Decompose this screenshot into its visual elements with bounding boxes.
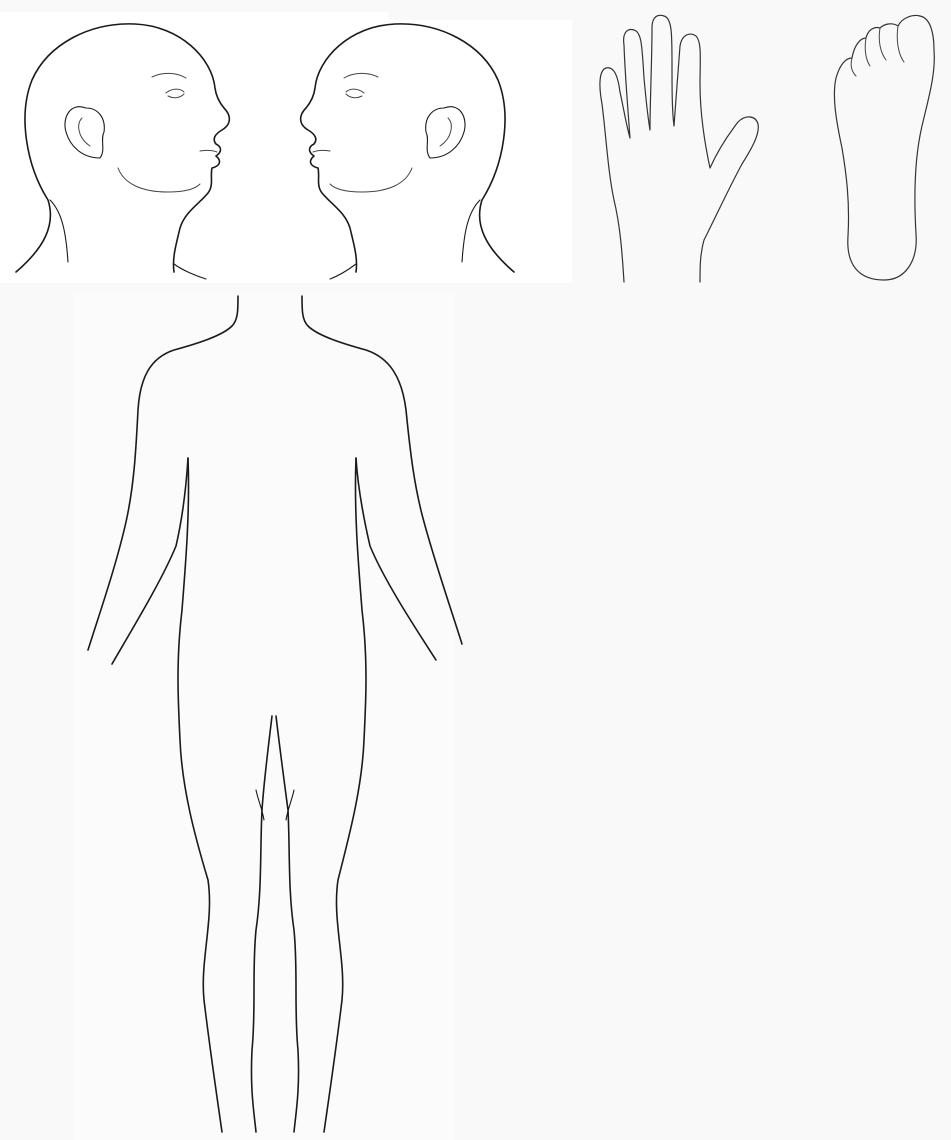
body-right-neck-shoulder [302, 296, 462, 644]
foot-outline [834, 15, 934, 280]
head-right-brow [152, 73, 186, 78]
head-left-neck-back [462, 200, 480, 262]
head-left-ear-inner [440, 118, 451, 146]
foot-toe-line-4 [897, 26, 904, 62]
hand-outline [600, 15, 758, 282]
head-right-mouth [200, 150, 217, 152]
body-right-torso-leg [324, 458, 366, 1132]
head-right-neck-back [50, 200, 68, 262]
head-left-jawline [330, 168, 412, 192]
head-left-shoulder [330, 264, 356, 279]
foot-toe-line-3 [879, 28, 886, 60]
head-left-profile [301, 24, 514, 279]
head-left-ear [426, 107, 465, 158]
head-right-profile [16, 24, 229, 279]
head-right-eye [166, 89, 184, 98]
head-right-jawline [118, 168, 200, 192]
body-left-inner-leg [251, 716, 272, 1132]
head-right-skull-outline [16, 24, 229, 272]
head-left-eye [346, 89, 364, 98]
foot-toe-line-1 [851, 58, 856, 76]
hand-palm [600, 15, 758, 282]
body-right-inner-arm [356, 458, 436, 660]
head-left-mouth [313, 150, 330, 152]
foot-sole [834, 15, 934, 280]
head-right-ear-inner [79, 118, 90, 146]
body-left-torso-leg [178, 458, 222, 1132]
body-right-inner-leg [276, 716, 299, 1132]
body-back-view [88, 296, 462, 1132]
head-left-brow [344, 73, 378, 78]
head-left-skull-outline [301, 24, 514, 272]
body-left-inner-arm [112, 458, 188, 664]
head-right-shoulder [174, 264, 206, 279]
foot-toe-line-2 [865, 38, 870, 66]
head-right-ear [65, 107, 104, 158]
body-left-neck-shoulder [88, 296, 238, 650]
